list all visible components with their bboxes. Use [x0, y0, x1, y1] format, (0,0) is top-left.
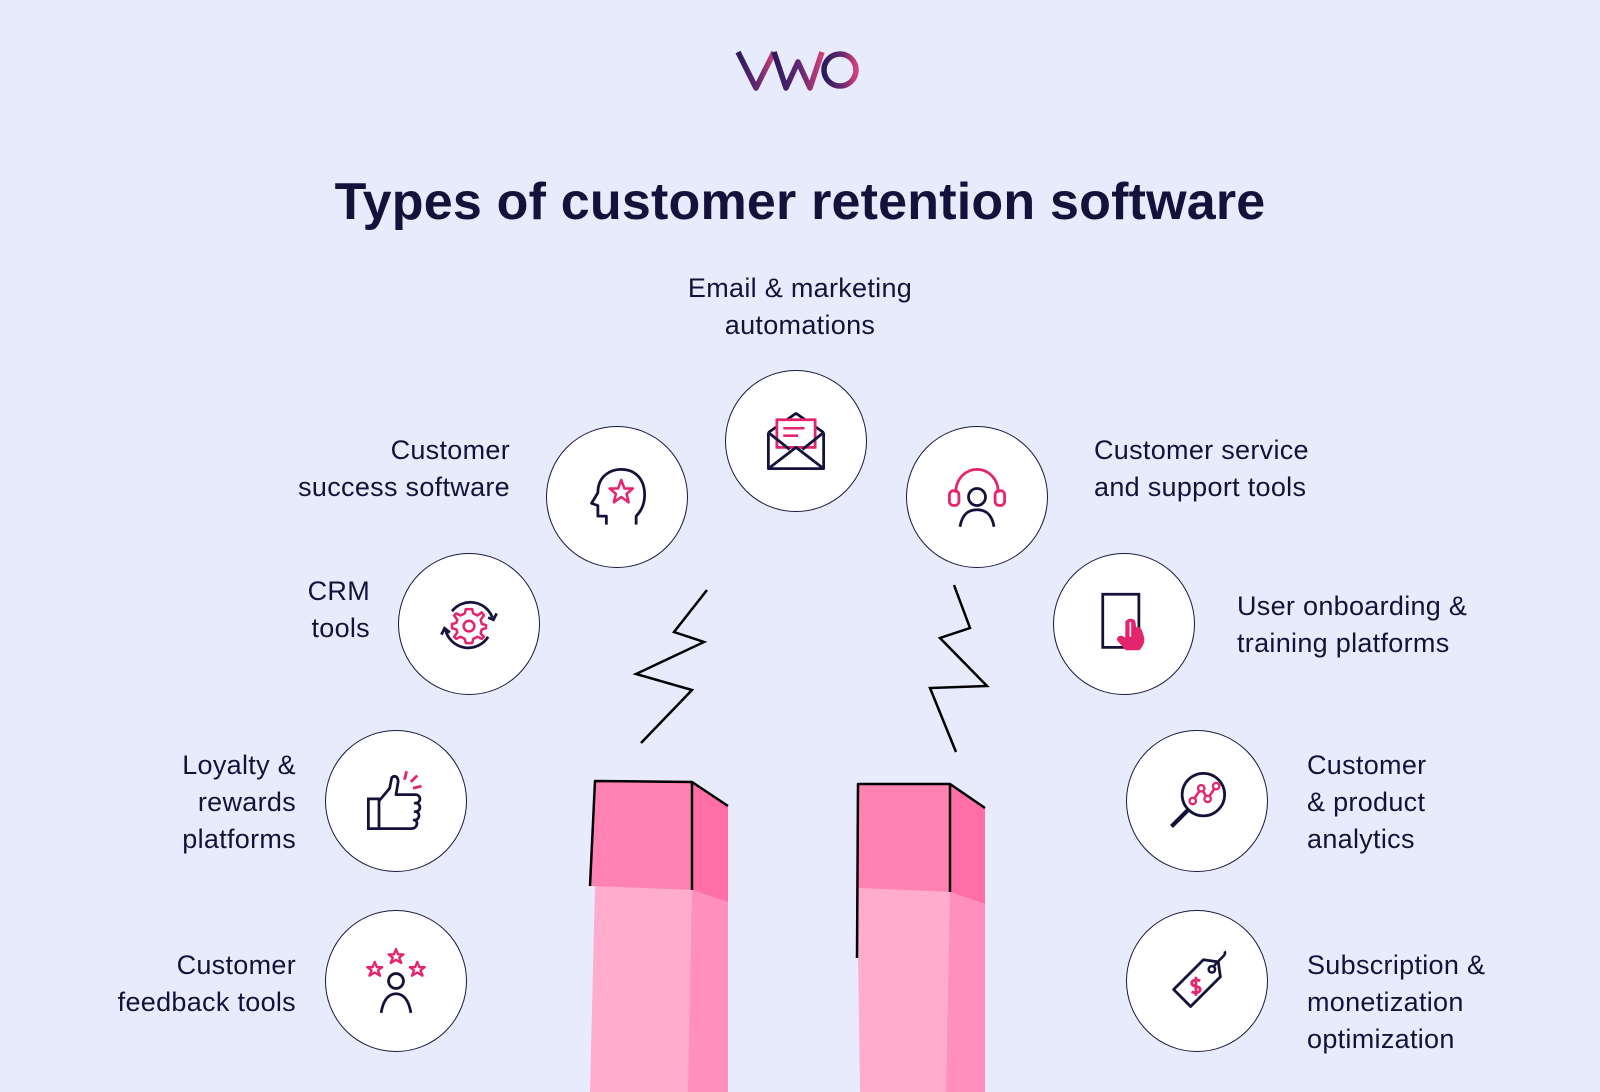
- magnifier-chart-icon: [1169, 771, 1227, 829]
- head-star-icon: [590, 467, 647, 525]
- crm-circle: [398, 553, 540, 695]
- customer-service-circle: [906, 426, 1048, 568]
- page-title: Types of customer retention software: [334, 173, 1266, 231]
- feedback-circle: [325, 910, 467, 1052]
- vwo-logo: [735, 50, 859, 91]
- headset-agent-icon: [947, 467, 1007, 528]
- thumbs-up-icon: [366, 770, 422, 831]
- analytics-circle: [1126, 730, 1268, 872]
- user-onboarding-label: User onboarding &training platforms: [1237, 591, 1468, 658]
- envelope-icon: [766, 411, 826, 471]
- tablet-tap-icon: [1101, 592, 1145, 651]
- person-stars-icon: [366, 947, 426, 1014]
- price-tag-icon: [1172, 950, 1227, 1008]
- user-onboarding-circle: [1053, 553, 1195, 695]
- subscription-circle: [1126, 910, 1268, 1052]
- gear-cycle-icon: [440, 600, 498, 650]
- customer-success-circle: [546, 426, 688, 568]
- loyalty-circle: [325, 730, 467, 872]
- email-marketing-circle: [725, 370, 867, 512]
